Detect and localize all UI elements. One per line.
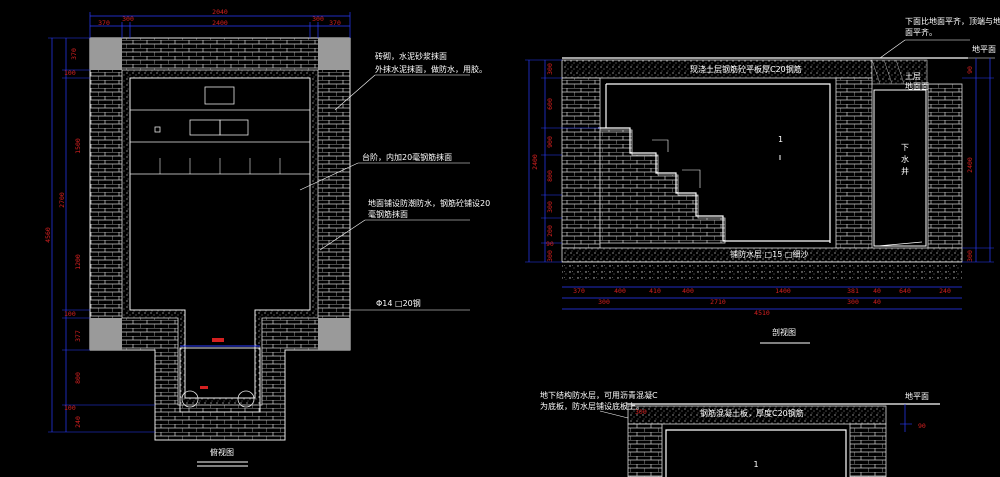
plan-well-chamber <box>179 347 261 413</box>
section-view: 下 水 井 土层 地面面 1 现浇土层钢筋砼平板厚C20钢筋 铺防水层 □15 … <box>525 16 1000 344</box>
section-left-wall <box>561 77 601 249</box>
section-middle-wall <box>835 77 873 249</box>
plan-top-seg: 300 <box>312 15 324 23</box>
detail-ground-label: 地平面 <box>905 391 929 401</box>
plan-top-dimensions: 2040 370 300 2400 300 370 <box>89 8 351 38</box>
section-bottom-dim: 240 <box>939 287 951 295</box>
section-top-note: 面平齐。 <box>905 27 937 37</box>
section-view-title: 剖视图 <box>772 327 796 337</box>
well-cap-label: 地面面 <box>905 81 929 91</box>
detail-dim: 90 <box>918 422 926 430</box>
section-left-dim: 200 <box>546 225 554 237</box>
section-ground-label: 地平面 <box>972 44 996 54</box>
plan-top-seg: 300 <box>122 15 134 23</box>
section-bottom-dim: 40 <box>873 298 881 306</box>
plan-note: 地面铺设防潮防水，钢筋砼铺设20 <box>368 198 490 208</box>
section-bottom-dim: 400 <box>614 287 626 295</box>
detail-right-wall <box>849 423 887 477</box>
plan-top-overall: 2040 <box>212 8 228 16</box>
corner-block-tr <box>318 38 350 70</box>
plan-note: 毫钢筋抹面 <box>368 209 408 219</box>
section-bottom-dim: 300 <box>598 298 610 306</box>
section-left-dim: 300 <box>546 201 554 213</box>
section-left-dim: 300 <box>546 63 554 75</box>
corner-block-bl <box>90 318 122 350</box>
section-left-dim: 800 <box>546 170 554 182</box>
detail-left-note: 地下结构防水层，可用沥青混凝C <box>540 390 658 400</box>
section-floor-note: 铺防水层 □15 □细沙 <box>730 249 808 259</box>
section-right-dim: 300 <box>966 250 974 262</box>
section-bottom-overall: 4510 <box>754 309 770 317</box>
detail-top-slab <box>627 405 887 425</box>
plan-left-seg: 100 <box>64 69 76 77</box>
plan-view: 2040 370 300 2400 300 370 4560 370 100 1… <box>44 8 490 467</box>
plan-left-seg: 100 <box>64 310 76 318</box>
plan-left-seg: 370 <box>70 48 78 60</box>
section-bottom-dim: 2710 <box>710 298 726 306</box>
stair-marker: 1 <box>778 135 783 144</box>
plan-left-seg: 2700 <box>58 192 66 208</box>
section-earth <box>562 262 962 280</box>
section-stair <box>599 129 726 244</box>
plan-left-seg: 1200 <box>74 254 82 270</box>
section-right-dim: 90 <box>966 66 974 74</box>
section-top-note: 下面比地面平齐，顶端与地 <box>905 16 1000 26</box>
plan-annotations: 砖砌，水泥砂浆抹面 外抹水泥抹面，做防水，用胶。 台阶，内加20毫钢筋抹面 地面… <box>299 51 490 311</box>
well-label-char: 下 <box>901 143 909 152</box>
corner-block-br <box>318 318 350 350</box>
section-left-dimensions: 300 600 2400 900 800 300 200 90 300 <box>525 59 600 263</box>
section-slab-note: 现浇土层钢筋砼平板厚C20钢筋 <box>690 64 802 74</box>
plan-left-dimensions: 4560 370 100 1500 2700 1200 100 377 800 … <box>44 37 155 433</box>
section-bottom-dim: 410 <box>649 287 661 295</box>
section-bottom-dimensions: 370 400 410 400 1400 381 40 640 240 300 … <box>562 286 962 317</box>
plan-note: 外抹水泥抹面，做防水，用胶。 <box>375 64 487 74</box>
plan-left-seg: 100 <box>64 404 76 412</box>
detail-room-number: 1 <box>753 460 758 469</box>
well-cap-label: 土层 <box>905 71 921 81</box>
section-bottom-dim: 1400 <box>775 287 791 295</box>
plan-left-overall: 4560 <box>44 227 52 243</box>
section-bottom-dim: 40 <box>873 287 881 295</box>
detail-slab-note: 钢筋混凝土板，厚度C20钢筋 <box>700 408 804 418</box>
section-right-wall <box>927 83 963 249</box>
section-left-dim: 2400 <box>531 154 539 170</box>
detail-view: 1 钢筋混凝土板，厚度C20钢筋 地下结构防水层，可用沥青混凝C 为底板，防水层… <box>540 390 940 477</box>
section-bottom-dim: 400 <box>682 287 694 295</box>
detail-dim: 300 <box>635 408 647 416</box>
section-bottom-dim: 640 <box>899 287 911 295</box>
plan-left-seg: 1500 <box>74 138 82 154</box>
section-well <box>873 89 927 247</box>
section-left-dim: 600 <box>546 98 554 110</box>
plan-top-seg: 370 <box>329 19 341 27</box>
section-right-dimensions: 90 2400 300 <box>962 58 994 263</box>
hatch-opening <box>204 86 235 105</box>
plan-top-seg: 370 <box>98 19 110 27</box>
plan-left-seg: 377 <box>74 330 82 342</box>
plan-top-seg: 2400 <box>212 19 228 27</box>
section-bottom-dim: 300 <box>847 298 859 306</box>
plan-left-seg: 240 <box>74 416 82 428</box>
detail-left-note: 为底板，防水层铺设底板上。 <box>540 401 644 411</box>
section-right-dim: 2400 <box>966 157 974 173</box>
section-bottom-dim: 381 <box>847 287 859 295</box>
well-label-char: 井 <box>901 166 909 176</box>
section-bottom-dim: 370 <box>573 287 585 295</box>
detail-left-wall <box>627 423 663 477</box>
plan-inner-room <box>129 77 311 399</box>
plan-view-title: 俯视图 <box>210 447 234 457</box>
section-left-dim: 90 <box>546 240 554 248</box>
section-left-dim: 300 <box>546 250 554 262</box>
section-left-dim: 900 <box>546 136 554 148</box>
plan-left-seg: 800 <box>74 372 82 384</box>
well-label-char: 水 <box>901 154 909 164</box>
plan-note: 台阶，内加20毫钢筋抹面 <box>362 152 452 162</box>
plan-note: 砖砌，水泥砂浆抹面 <box>375 51 447 61</box>
plan-note: Φ14 □20钢 <box>376 298 421 308</box>
corner-block-tl <box>90 38 122 70</box>
